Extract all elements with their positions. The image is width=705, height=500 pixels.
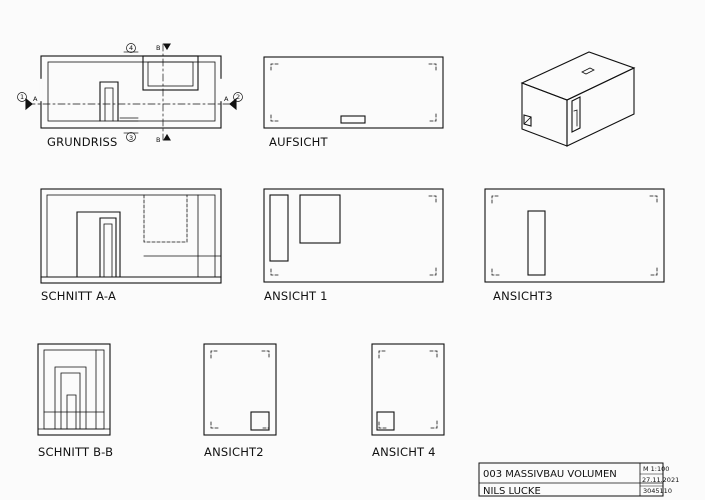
label-ansicht-2: ANSICHT2 <box>204 445 264 459</box>
ansicht-4-view <box>371 343 445 436</box>
title-block-frame <box>478 462 664 497</box>
marker-number-4: 4 <box>129 44 133 52</box>
aufsicht-view <box>263 56 444 129</box>
label-aufsicht: AUFSICHT <box>269 135 328 149</box>
label-schnitt-aa: SCHNITT A-A <box>41 289 116 303</box>
marker-letter-b-top: B <box>156 44 160 52</box>
section-marker-a-left <box>25 97 33 111</box>
marker-number-1: 1 <box>20 93 24 101</box>
grundriss-plan <box>27 43 235 141</box>
label-schnitt-bb: SCHNITT B-B <box>38 445 113 459</box>
title-block-project: 003 MASSIVBAU VOLUMEN <box>483 469 617 480</box>
title-block-date: 27.11.2021 <box>642 476 679 484</box>
view-marker-2 <box>233 92 243 102</box>
schnitt-aa-section <box>40 188 222 284</box>
marker-letter-a-right: A <box>224 95 229 103</box>
isometric-view <box>520 51 636 147</box>
title-block-name: NILS LUCKE <box>483 486 541 497</box>
schnitt-bb-section <box>37 343 111 436</box>
view-marker-4 <box>123 43 139 53</box>
view-marker-1 <box>17 92 27 102</box>
label-grundriss: GRUNDRISS <box>47 135 118 149</box>
title-block-id: 3045110 <box>643 487 672 495</box>
marker-number-2: 2 <box>236 93 240 101</box>
section-marker-a-right <box>229 97 237 111</box>
section-marker-b-top <box>163 43 171 51</box>
label-ansicht-4: ANSICHT 4 <box>372 445 436 459</box>
marker-letter-a-left: A <box>33 95 38 103</box>
title-block-scale: M 1:100 <box>643 465 669 473</box>
ansicht-1-view <box>263 188 444 283</box>
ansicht-3-view <box>484 188 665 283</box>
view-marker-3 <box>123 132 139 142</box>
marker-number-3: 3 <box>129 134 133 142</box>
marker-letter-b-bottom: B <box>156 136 160 144</box>
ansicht-2-view <box>203 343 277 436</box>
label-ansicht-1: ANSICHT 1 <box>264 289 328 303</box>
section-marker-b-bottom <box>163 133 171 141</box>
label-ansicht-3: ANSICHT3 <box>493 289 553 303</box>
